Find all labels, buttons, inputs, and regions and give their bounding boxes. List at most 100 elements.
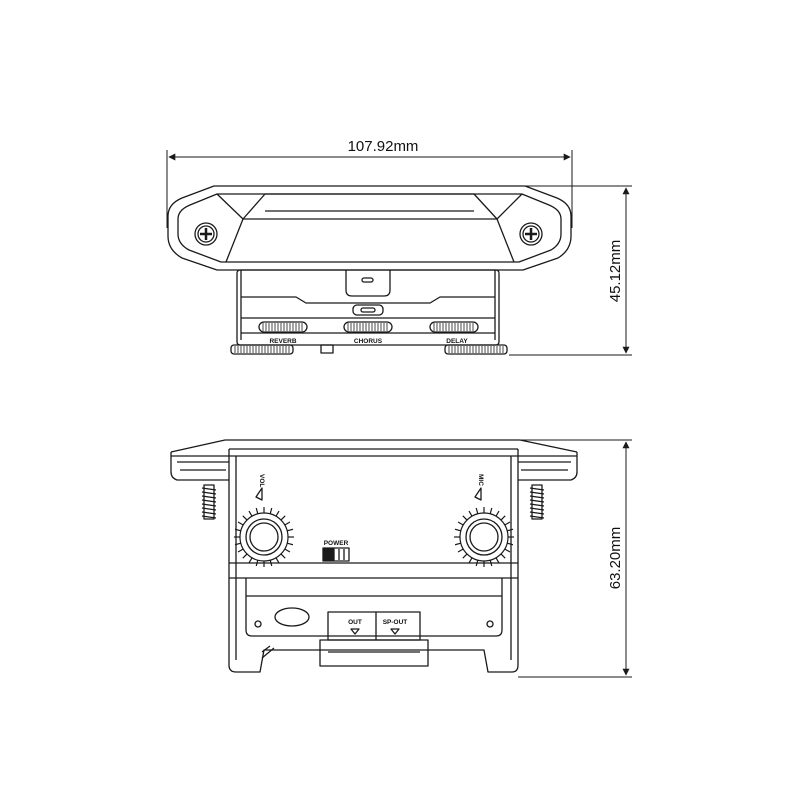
- bottom-view-flange-left: [170, 452, 229, 481]
- gear-tooth: [255, 560, 259, 567]
- spring-coil: [529, 503, 545, 507]
- delay-knob[interactable]: [429, 321, 479, 333]
- height-dimension-bottom: [518, 439, 632, 678]
- spring-coil: [201, 487, 217, 491]
- top-view-connector-bump: [345, 270, 391, 297]
- spring-coils: [201, 487, 545, 519]
- gear-tooth: [287, 528, 294, 532]
- bottom-view-flange-top: [170, 439, 578, 453]
- gear-tooth: [284, 548, 291, 553]
- reverb-knob[interactable]: [258, 321, 308, 333]
- gear-tooth: [269, 507, 273, 514]
- sp-out-arrow-icon: [390, 628, 400, 635]
- gear-tooth: [457, 521, 464, 526]
- gear-tooth: [234, 542, 241, 546]
- gear-tooth: [495, 510, 500, 517]
- gear-tooth: [504, 521, 511, 526]
- gear-tooth: [500, 515, 506, 521]
- knob-gear-teeth: [234, 507, 514, 567]
- top-view: [167, 185, 572, 355]
- delay-label: DELAY: [446, 338, 468, 345]
- gear-tooth: [454, 542, 461, 546]
- panel-screw-right-icon: [486, 620, 494, 628]
- bottom-view-main-body: [228, 449, 519, 673]
- gear-tooth: [462, 515, 468, 521]
- vol-knob-inner[interactable]: [245, 518, 283, 556]
- chorus-knob[interactable]: [343, 321, 393, 333]
- gear-tooth: [280, 515, 286, 521]
- top-view-bevel-left: [225, 218, 244, 263]
- spring-coil: [201, 507, 217, 511]
- spring-coil: [529, 491, 545, 495]
- gear-tooth: [475, 560, 479, 567]
- gear-tooth: [475, 507, 479, 514]
- spring-coil: [529, 507, 545, 511]
- gear-tooth: [248, 510, 253, 517]
- height-bottom-dimension-label: 63.20mm: [607, 527, 624, 590]
- top-view-bevel-right: [496, 218, 515, 263]
- height-top-dimension-label: 45.12mm: [607, 240, 624, 303]
- top-view-lower-body: [236, 269, 500, 346]
- gear-tooth: [248, 557, 253, 564]
- gear-tooth: [275, 557, 280, 564]
- gear-tooth: [507, 542, 514, 546]
- top-view-inner-shell: [177, 193, 562, 263]
- spring-coil: [201, 503, 217, 507]
- top-view-panel-ridge: [242, 193, 498, 220]
- chorus-label: CHORUS: [354, 338, 383, 345]
- bottom-view-mark-1: [261, 645, 271, 653]
- mic-knob-inner[interactable]: [465, 518, 503, 556]
- vol-label: VOL: [258, 474, 265, 487]
- gear-tooth: [468, 510, 473, 517]
- vol-knob-core: [249, 522, 279, 552]
- vol-arrow-icon: [255, 487, 263, 501]
- spring-coil: [201, 515, 217, 519]
- gear-rim: [459, 512, 509, 562]
- mic-label: MIC: [477, 474, 484, 486]
- top-view-usb-port-icon: [352, 304, 384, 316]
- power-switch[interactable]: [322, 547, 350, 562]
- top-view-mid-edge: [241, 296, 495, 304]
- spring-coil: [201, 491, 217, 495]
- knob-ridges: [234, 323, 504, 353]
- gear-tooth: [504, 548, 511, 553]
- gear-tooth: [234, 528, 241, 532]
- gear-rim: [239, 512, 289, 562]
- gear-tooth: [269, 560, 273, 567]
- width-dimension-label: 107.92mm: [348, 138, 419, 155]
- gear-tooth: [280, 553, 286, 559]
- panel-screw-left-icon: [254, 620, 262, 628]
- bottom-view: [170, 439, 578, 673]
- spring-coil: [529, 511, 545, 515]
- bottom-thumbwheel-right[interactable]: [444, 344, 508, 355]
- gear-tooth: [462, 553, 468, 559]
- spring-coil: [529, 495, 545, 499]
- width-dimension: [166, 150, 573, 228]
- bottom-thumbwheel-left[interactable]: [230, 344, 294, 355]
- top-view-usb-port-inner: [360, 307, 376, 313]
- height-dimension-top: [509, 185, 632, 356]
- mic-knob-core: [469, 522, 499, 552]
- out-arrow-icon: [350, 628, 360, 635]
- gear-tooth: [468, 557, 473, 564]
- spring-coil: [201, 499, 217, 503]
- gear-tooth: [287, 542, 294, 546]
- out-label: OUT: [348, 619, 362, 626]
- power-switch-slider[interactable]: [323, 548, 335, 561]
- bottom-center-tab: [320, 344, 334, 354]
- reverb-label: REVERB: [269, 338, 296, 345]
- spring-coil: [201, 511, 217, 515]
- sp-out-label: SP-OUT: [383, 619, 408, 626]
- top-view-corner-right: [496, 193, 523, 220]
- gear-tooth: [500, 553, 506, 559]
- screw-right-icon: [519, 222, 543, 246]
- spring-coil: [201, 495, 217, 499]
- gear-tooth: [507, 528, 514, 532]
- battery-door-oval: [274, 607, 310, 627]
- bottom-view-lower-panel: [245, 578, 503, 637]
- top-view-connector-slot-icon: [361, 277, 374, 283]
- mic-arrow-icon: [474, 487, 482, 501]
- top-view-outer-shell: [167, 185, 572, 271]
- top-view-corner-left: [216, 193, 244, 220]
